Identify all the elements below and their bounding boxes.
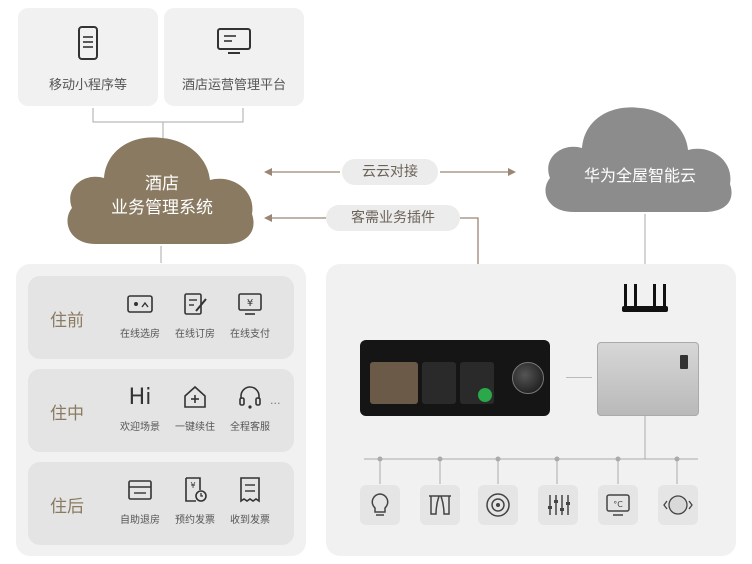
checkout-icon [111, 476, 169, 504]
control-knob[interactable] [512, 362, 544, 394]
svg-text:¥: ¥ [190, 481, 195, 490]
hotel-operation-platform-label: 酒店运营管理平台 [181, 78, 286, 93]
full-customer-service[interactable]: 全程客服 [221, 383, 279, 433]
hotel-cloud-line2: 业务管理系统 [111, 198, 213, 218]
sweeper-icon [486, 493, 510, 517]
hotel-operation-platform-box: 酒店运营管理平台 [164, 8, 304, 106]
cloud-link-pill: 云云对接 [342, 159, 438, 185]
headset-icon [221, 383, 279, 411]
one-click-extend[interactable]: 一键续住 [166, 383, 224, 433]
thermostat-device[interactable]: °C [598, 485, 638, 525]
vr-room-icon [111, 290, 169, 318]
hotel-business-cloud [67, 137, 254, 244]
welcome-scene-label: 欢迎场景 [120, 422, 160, 433]
payment-icon: ¥ [221, 290, 279, 318]
edit-order-icon [166, 290, 224, 318]
more-indicator: ··· [270, 397, 281, 410]
svg-text:°C: °C [613, 500, 623, 509]
welcome-scene[interactable]: Hi 欢迎场景 [111, 383, 169, 434]
phone-icon [77, 26, 99, 64]
mobile-miniprogram-label: 移动小程序等 [48, 78, 127, 93]
online-room-select[interactable]: 在线选房 [111, 290, 169, 340]
huawei-cloud [545, 107, 732, 212]
router-icon [622, 284, 668, 312]
monitor-icon [216, 26, 252, 60]
mobile-miniprogram-box: 移动小程序等 [18, 8, 158, 106]
stage-title-before: 住前 [50, 311, 84, 331]
stage-row-after: 住后 自助退房 ¥ 预约发票 收到发票 [28, 462, 294, 545]
thermostat-icon: °C [606, 494, 630, 516]
stage-row-before: 住前 在线选房 在线订房 ¥ 在线支付 [28, 276, 294, 359]
online-payment-label: 在线支付 [230, 329, 270, 340]
stage-title-after: 住后 [50, 497, 84, 517]
one-click-extend-label: 一键续住 [175, 422, 215, 433]
stage-title-during: 住中 [50, 404, 84, 424]
reserve-invoice[interactable]: ¥ 预约发票 [166, 476, 224, 526]
huawei-cloud-label: 华为全屋智能云 [583, 166, 696, 185]
bulb-icon [371, 493, 389, 516]
receive-invoice[interactable]: 收到发票 [221, 476, 279, 526]
online-room-select-label: 在线选房 [120, 329, 160, 340]
knob-icon [663, 495, 693, 515]
self-checkout-label: 自助退房 [120, 515, 160, 526]
curtain-device[interactable] [420, 485, 460, 525]
plugin-pill: 客需业务插件 [326, 205, 460, 231]
online-booking[interactable]: 在线订房 [166, 290, 224, 340]
robot-vacuum-device[interactable] [478, 485, 518, 525]
online-booking-label: 在线订房 [175, 329, 215, 340]
smart-host-box [597, 342, 699, 416]
hotel-cloud-line1: 酒店 [145, 174, 179, 194]
rotary-switch-device[interactable] [658, 485, 698, 525]
smart-control-screen[interactable] [360, 340, 550, 416]
receipt-icon [221, 476, 279, 504]
full-customer-service-label: 全程客服 [230, 422, 270, 433]
mixer-icon [548, 495, 570, 515]
stage-row-during: 住中 Hi 欢迎场景 一键续住 全程客服 ··· [28, 369, 294, 452]
online-payment[interactable]: ¥ 在线支付 [221, 290, 279, 340]
hi-welcome-icon: Hi [128, 384, 152, 410]
svg-text:¥: ¥ [247, 298, 253, 309]
invoice-clock-icon: ¥ [166, 476, 224, 504]
audio-mixer-device[interactable] [538, 485, 578, 525]
hotel-cloud-title: 酒店 业务管理系统 [62, 172, 262, 220]
curtain-icon [429, 495, 451, 515]
reserve-invoice-label: 预约发票 [175, 515, 215, 526]
receive-invoice-label: 收到发票 [230, 515, 270, 526]
home-plus-icon [166, 383, 224, 411]
light-device[interactable] [360, 485, 400, 525]
self-checkout[interactable]: 自助退房 [111, 476, 169, 526]
